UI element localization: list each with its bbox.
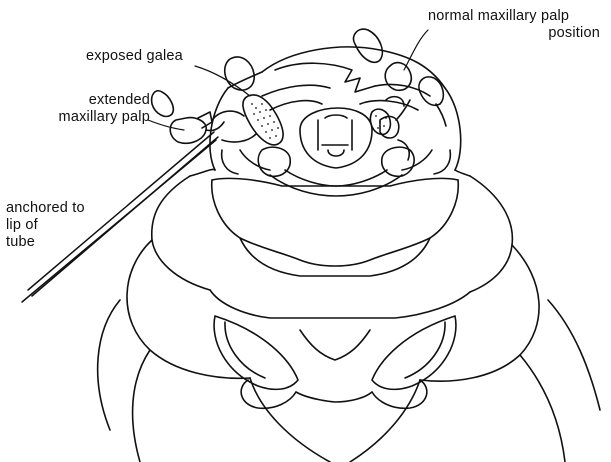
label-exposed-galea: exposed galea [86, 48, 183, 65]
label-normal-maxillary-palp-line2: position [428, 25, 600, 42]
label-extended-maxillary-palp-line2: maxillary palp [44, 109, 150, 126]
leader-normal-palp [404, 30, 428, 70]
label-anchored-line3: tube [6, 234, 85, 251]
leader-extended-palp [148, 120, 184, 130]
label-anchored-line2: lip of [6, 217, 85, 234]
label-extended-maxillary-palp-line1: extended [44, 92, 150, 109]
body-outline [98, 176, 600, 462]
label-normal-maxillary-palp: normal maxillary palp position [428, 8, 600, 42]
label-normal-maxillary-palp-line1: normal maxillary palp [428, 8, 600, 25]
collar-details [222, 150, 451, 174]
head-capsule [190, 47, 470, 276]
label-anchored-to-lip-of-tube: anchored to lip of tube [6, 200, 85, 251]
label-exposed-galea-text: exposed galea [86, 48, 183, 64]
label-extended-maxillary-palp: extended maxillary palp [44, 92, 150, 126]
label-anchored-line1: anchored to [6, 200, 85, 217]
